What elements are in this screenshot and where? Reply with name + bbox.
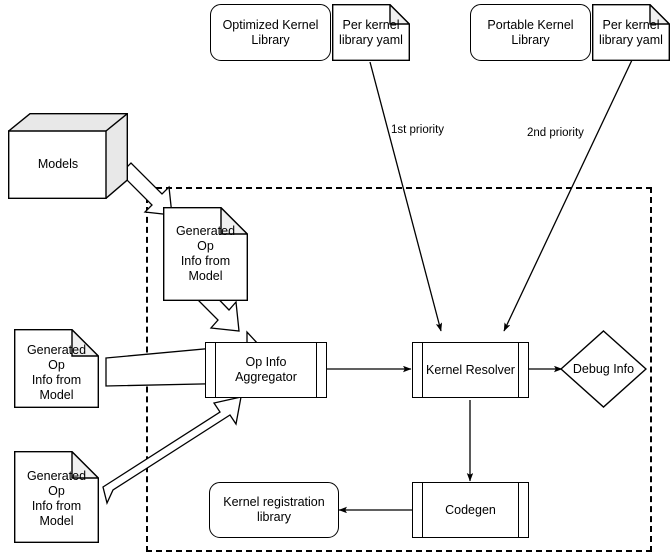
node-generated-op-info-bottom[interactable]: Generated Op Info from Model bbox=[14, 451, 99, 543]
node-kernel-resolver-label: Kernel Resolver bbox=[426, 362, 515, 377]
edge-label-second-priority: 2nd priority bbox=[527, 127, 584, 139]
note-shape-icon bbox=[592, 4, 670, 61]
node-optimized-per-kernel-library-yaml[interactable]: Per kernel library yaml bbox=[332, 4, 410, 61]
node-portable-kernel-library[interactable]: Portable Kernel Library bbox=[470, 4, 591, 61]
node-codegen-label: Codegen bbox=[445, 502, 496, 517]
edge-label-first-priority: 1st priority bbox=[391, 124, 445, 136]
node-generated-op-info-top-label: Generated Op Info from Model bbox=[175, 224, 236, 283]
note-shape-icon bbox=[163, 207, 248, 301]
cube-shape-icon bbox=[8, 113, 128, 199]
node-models-label: Models bbox=[37, 156, 79, 171]
node-debug-info-label: Debug Info bbox=[572, 361, 635, 376]
node-kernel-registration-library-label: Kernel registration library bbox=[223, 495, 325, 524]
node-debug-info[interactable]: Debug Info bbox=[560, 330, 647, 408]
node-op-info-aggregator-label: Op Info Aggregator bbox=[235, 355, 297, 384]
node-models[interactable]: Models bbox=[8, 113, 128, 199]
node-optimized-kernel-library-label: Optimized Kernel Library bbox=[222, 17, 319, 47]
process-rule-left bbox=[422, 343, 423, 397]
note-shape-icon bbox=[332, 4, 410, 61]
node-op-info-aggregator[interactable]: Op Info Aggregator bbox=[205, 342, 327, 398]
node-generated-op-info-mid-label: Generated Op Info from Model bbox=[26, 342, 87, 402]
process-rule-left bbox=[215, 343, 216, 397]
diamond-shape-icon bbox=[560, 330, 647, 408]
process-rule-right bbox=[518, 483, 519, 537]
process-rule-right bbox=[316, 343, 317, 397]
node-optimized-per-kernel-library-yaml-label: Per kernel library yaml bbox=[339, 17, 403, 47]
note-shape-icon bbox=[14, 329, 99, 408]
node-portable-kernel-library-label: Portable Kernel Library bbox=[487, 17, 574, 47]
node-optimized-kernel-library[interactable]: Optimized Kernel Library bbox=[210, 4, 331, 61]
process-rule-left bbox=[422, 483, 423, 537]
node-portable-per-kernel-library-yaml-label: Per kernel library yaml bbox=[599, 17, 663, 47]
node-kernel-registration-library[interactable]: Kernel registration library bbox=[209, 482, 339, 538]
node-generated-op-info-mid[interactable]: Generated Op Info from Model bbox=[14, 329, 99, 408]
process-rule-right bbox=[518, 343, 519, 397]
node-kernel-resolver[interactable]: Kernel Resolver bbox=[412, 342, 529, 398]
node-portable-per-kernel-library-yaml[interactable]: Per kernel library yaml bbox=[592, 4, 670, 61]
node-codegen[interactable]: Codegen bbox=[412, 482, 529, 538]
node-generated-op-info-bottom-label: Generated Op Info from Model bbox=[26, 469, 87, 528]
note-shape-icon bbox=[14, 451, 99, 543]
node-generated-op-info-top[interactable]: Generated Op Info from Model bbox=[163, 207, 248, 301]
